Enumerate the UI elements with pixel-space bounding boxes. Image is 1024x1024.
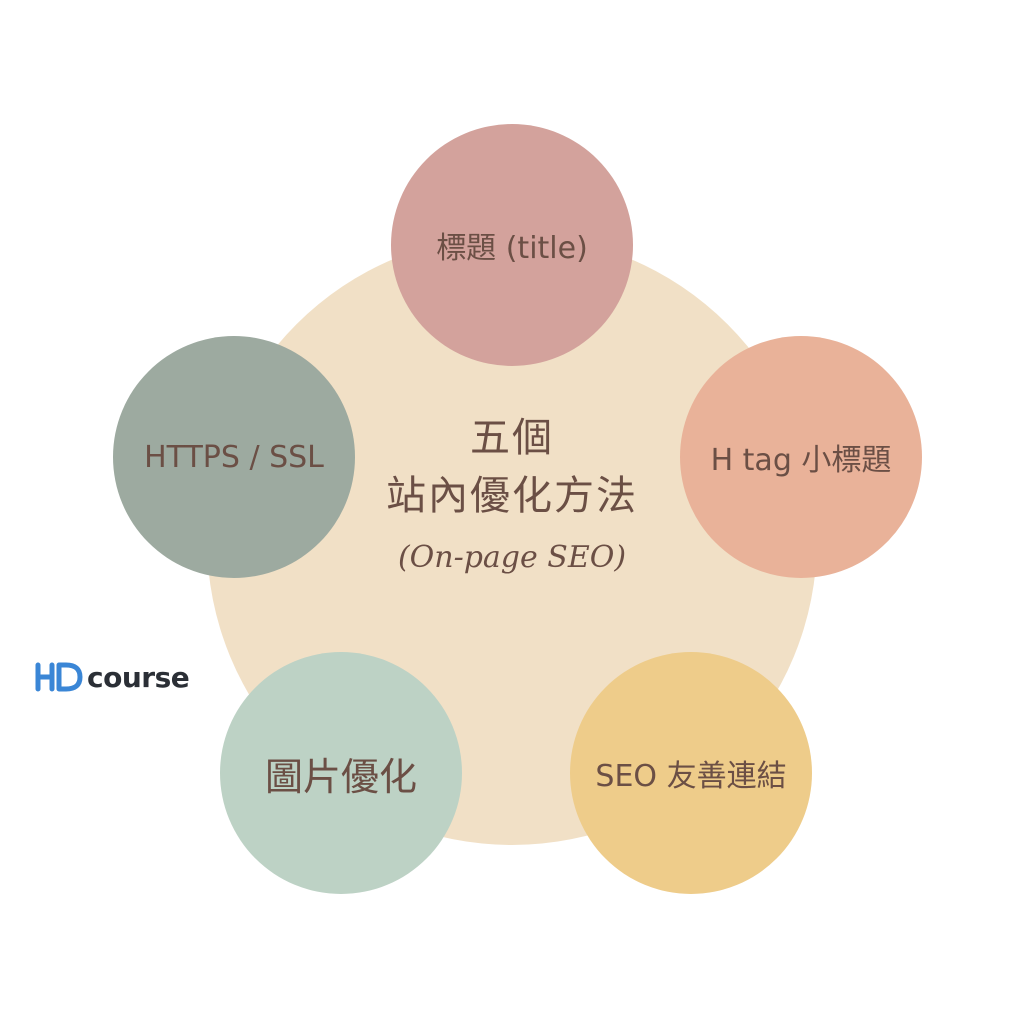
center-title-line1: 五個 — [470, 415, 554, 461]
hd-logo-mark-icon — [35, 662, 85, 692]
center-title-line2: 站內優化方法 — [386, 473, 638, 519]
node-h-tag-label: H tag 小標題 — [710, 443, 892, 478]
center-subtitle: (On-page SEO) — [397, 540, 627, 575]
node-title: 標題 (title) — [391, 124, 633, 366]
node-seo-friendly-link: SEO 友善連結 — [570, 652, 812, 894]
logo-text: course — [87, 660, 190, 694]
node-https-ssl-label: HTTPS / SSL — [144, 439, 324, 475]
node-image-optimization: 圖片優化 — [220, 652, 462, 894]
node-title-label: 標題 (title) — [436, 231, 588, 266]
center-title-block: 五個 站內優化方法 (On-page SEO) — [312, 410, 712, 586]
hdcourse-logo: course — [35, 657, 190, 697]
hd-logo-glyph — [35, 662, 83, 692]
node-seo-friendly-link-label: SEO 友善連結 — [595, 759, 787, 794]
node-image-optimization-label: 圖片優化 — [264, 754, 417, 799]
node-h-tag: H tag 小標題 — [680, 336, 922, 578]
node-https-ssl: HTTPS / SSL — [113, 336, 355, 578]
